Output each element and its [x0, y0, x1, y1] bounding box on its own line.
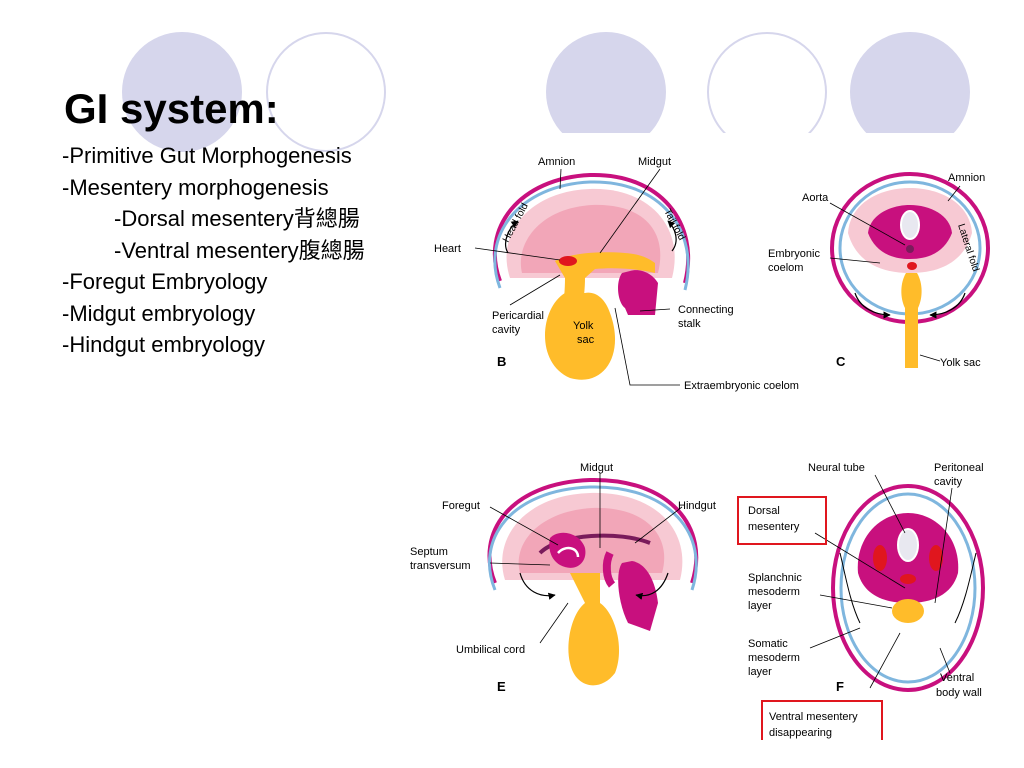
- panel-b-midgut-label: Midgut: [638, 156, 671, 168]
- bullet-item: -Hindgut embryology: [62, 332, 265, 357]
- panel-c-aorta-label: Aorta: [802, 192, 829, 204]
- decorative-circle-3: [850, 32, 970, 152]
- panel-c-embryonic-label-2: coelom: [768, 262, 803, 274]
- panel-f-ventral-wall-label-2: body wall: [936, 687, 982, 699]
- bullet-list: -Primitive Gut Morphogenesis -Mesentery m…: [62, 140, 365, 361]
- decorative-ring-1: [266, 32, 386, 152]
- panel-f-splanchnic-label-3: layer: [748, 600, 772, 612]
- panel-f-somatic-label-1: Somatic: [748, 638, 788, 650]
- panel-e-midgut-label: Midgut: [580, 462, 613, 474]
- panel-b-pericardial-label-2: cavity: [492, 324, 521, 336]
- panel-f-ventral-mesentery-label-1: Ventral mesentery: [769, 711, 858, 723]
- panel-e-letter: E: [497, 679, 506, 694]
- panel-f-somatic-label-2: mesoderm: [748, 652, 800, 664]
- panel-f-peritoneal-label-2: cavity: [934, 476, 963, 488]
- panel-e-hindgut-label: Hindgut: [678, 500, 716, 512]
- panel-b-pericardial-label-1: Pericardial: [492, 310, 544, 322]
- panel-f-splanchnic-label-1: Splanchnic: [748, 572, 802, 584]
- panel-b-connecting-label-2: stalk: [678, 318, 701, 330]
- panel-b-amnion-label: Amnion: [538, 156, 575, 168]
- bullet-item: -Mesentery morphogenesis: [62, 174, 329, 200]
- panel-b-diagram: [474, 168, 691, 386]
- bullet-item: -Primitive Gut Morphogenesis: [62, 143, 352, 168]
- decorative-circle-1: [122, 32, 242, 152]
- panel-f-dorsal-label-1: Dorsal: [748, 505, 780, 517]
- panel-b-letter: B: [497, 354, 506, 369]
- panel-f-neural-tube-label: Neural tube: [808, 462, 865, 474]
- panel-b-yolk-label-2: sac: [577, 334, 595, 346]
- panel-f-diagram: [737, 474, 985, 740]
- panel-e-septum-label-1: Septum: [410, 546, 448, 558]
- panel-f-letter: F: [836, 679, 844, 694]
- panel-b-connecting-label-1: Connecting: [678, 304, 734, 316]
- panel-c-amnion-label: Amnion: [948, 172, 985, 184]
- panel-b-yolk-label-1: Yolk: [573, 320, 594, 332]
- bullet-item: -Foregut Embryology: [62, 269, 268, 294]
- panel-f-dorsal-label-2: mesentery: [748, 521, 800, 533]
- panel-f-somatic-label-3: layer: [748, 666, 772, 678]
- bullet-item: -Midgut embryology: [62, 300, 256, 326]
- panel-c-letter: C: [836, 354, 846, 369]
- panel-e-diagram: [487, 473, 699, 686]
- panel-e-foregut-label: Foregut: [442, 500, 480, 512]
- panel-c-yolk-sac-label: Yolk sac: [940, 357, 981, 369]
- bullet-item: -Ventral mesentery腹總腸: [114, 237, 365, 263]
- slide-title: GI system:: [64, 85, 279, 132]
- panel-c-embryonic-label-1: Embryonic: [768, 248, 820, 260]
- panel-e-umbilical-label: Umbilical cord: [456, 644, 525, 656]
- panel-e-septum-label-2: transversum: [410, 560, 471, 572]
- bullet-item: -Dorsal mesentery背總腸: [114, 206, 360, 231]
- embryo-figure: Amnion Midgut Head fold Tail fold Heart …: [400, 133, 1000, 740]
- panel-f-ventral-wall-label-1: Ventral: [940, 672, 974, 684]
- panel-f-splanchnic-label-2: mesoderm: [748, 586, 800, 598]
- decorative-circle-2: [546, 32, 666, 152]
- panel-f-ventral-mesentery-label-2: disappearing: [769, 727, 832, 739]
- panel-c-diagram: [829, 172, 990, 368]
- panel-b-heart-label: Heart: [434, 243, 461, 255]
- panel-f-peritoneal-label-1: Peritoneal: [934, 462, 984, 474]
- panel-b-extraembryonic-label: Extraembryonic coelom: [684, 380, 799, 392]
